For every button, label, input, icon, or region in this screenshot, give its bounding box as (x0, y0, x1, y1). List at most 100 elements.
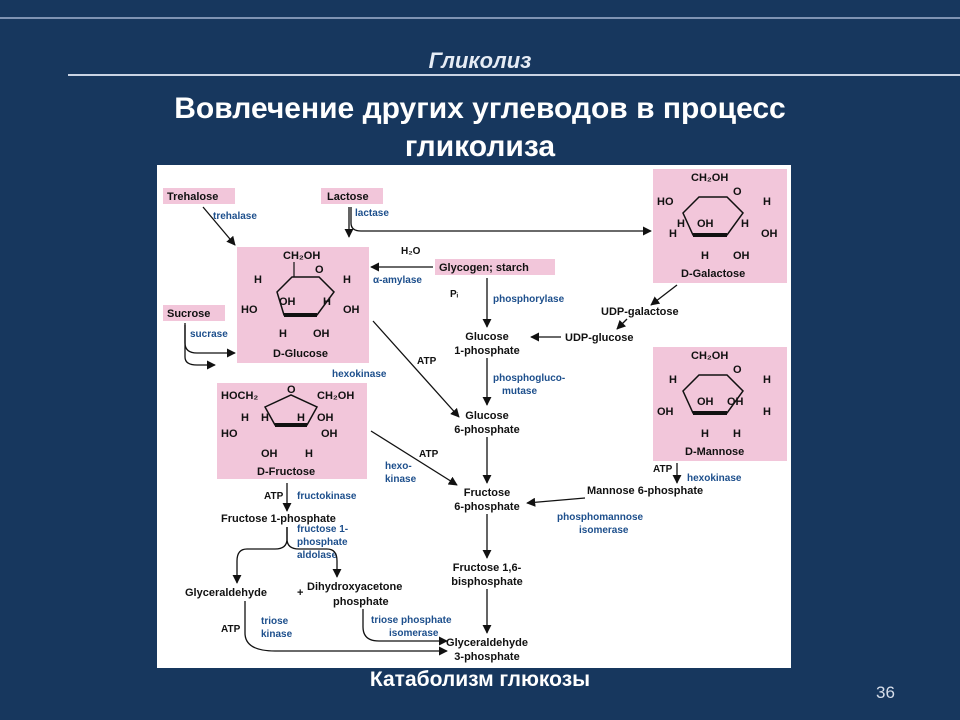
arrow-sucrose-glucose (184, 325, 236, 358)
glucose-name: D-Glucose (273, 348, 328, 360)
fructose-16bp-label-a: Fructose 1,6- (453, 562, 522, 574)
top-rule (0, 17, 960, 19)
pathway-figure: Trehalose Lactose Glycogen; starch Sucro… (157, 165, 791, 668)
atp-fructokinase-label: ATP (264, 491, 284, 502)
galactose-ring-o: O (733, 186, 742, 198)
galactose-h5: H (701, 250, 709, 262)
mannose-h5: H (733, 428, 741, 440)
trehalose-label: Trehalose (167, 191, 218, 203)
phosphoglucomutase-label-b: mutase (502, 386, 537, 397)
arrow-fructose1p-split-right (286, 527, 342, 578)
glucose-h3: H (323, 296, 331, 308)
glucose-oh1: OH (279, 296, 296, 308)
mannose-ring-o: O (733, 364, 742, 376)
glucose-h4: H (279, 328, 287, 340)
fructose-oh3: OH (321, 428, 338, 440)
galactose-h1: H (763, 196, 771, 208)
galactose-ho: HO (657, 196, 674, 208)
glucose-oh2: OH (343, 304, 360, 316)
glyceraldehyde-label: Glyceraldehyde (185, 587, 267, 599)
galactose-oh3: OH (733, 250, 750, 262)
atp-hexo-label: ATP (419, 449, 439, 460)
trehalase-label: trehalase (213, 211, 257, 222)
footer-caption: Катаболизм глюкозы (369, 668, 591, 691)
gap-label-b: 3-phosphate (454, 651, 519, 663)
fructose-16bp-label-b: bisphosphate (451, 576, 523, 588)
aldolase-label-a: fructose 1- (297, 524, 348, 535)
glucose-ch2oh: CH₂OH (283, 250, 320, 262)
slide-title-line1: Вовлечение других углеводов в процесс (174, 92, 786, 125)
arrow-udpgalactose-udpglucose (616, 318, 628, 330)
fructokinase-label: fructokinase (297, 491, 357, 502)
mannose-oh3: OH (657, 406, 674, 418)
title-rule (68, 74, 960, 76)
fructose-structure: HOCH₂ CH₂OH O H H HO H OH OH OH H D-Fruc… (221, 384, 354, 478)
phosphorylase-label: phosphorylase (493, 294, 565, 305)
arrow-glucose-glucose6p (372, 320, 460, 418)
fructose-structure-box (217, 383, 367, 479)
glucose-oh3: OH (313, 328, 330, 340)
tpi-label-a: triose phosphate (371, 615, 452, 626)
mannose-oh2: OH (727, 396, 744, 408)
glucose-ring-o: O (315, 264, 324, 276)
page-number: 36 (876, 683, 895, 702)
hexo-label-a: hexo- (385, 461, 412, 472)
arrow-sucrose-branch (184, 323, 216, 370)
fructose-h2: H (297, 412, 305, 424)
lactase-label: lactase (355, 208, 389, 219)
fructose-h1: H (241, 412, 249, 424)
galactose-h2: H (677, 218, 685, 230)
glucose-h2: H (343, 274, 351, 286)
glucose-structure-box (237, 247, 369, 363)
glucose-1p-label-b: 1-phosphate (454, 345, 519, 357)
aldolase-label-c: aldolase (297, 550, 337, 561)
sucrose-label: Sucrose (167, 308, 210, 320)
phosphoglucomutase-label-a: phosphogluco- (493, 373, 565, 384)
udp-galactose-label: UDP-galactose (601, 306, 679, 318)
pi-label: Pᵢ (450, 289, 459, 300)
slide-title-line2: гликолиза (404, 130, 556, 163)
fructose-ring-o: O (287, 384, 296, 396)
arrow-fructose-fructose6p (370, 430, 458, 486)
fructose-ring (263, 394, 319, 426)
pathway-diagram: Trehalose Lactose Glycogen; starch Sucro… (163, 169, 787, 663)
galactose-structure-box (653, 169, 787, 283)
galactose-ch2oh: CH₂OH (691, 172, 728, 184)
fructose-oh4: OH (261, 448, 278, 460)
alpha-amylase-label: α-amylase (373, 275, 422, 286)
glucose-6p-label-b: 6-phosphate (454, 424, 519, 436)
glucose-ho: HO (241, 304, 258, 316)
aldolase-label-b: phosphate (297, 537, 348, 548)
lactose-box (321, 188, 383, 204)
arrow-lactose-galactose (350, 207, 652, 236)
mannose-h4: H (701, 428, 709, 440)
pmi-label-a: phosphomannose (557, 512, 644, 523)
glucose-1p-label-a: Glucose (465, 331, 508, 343)
atp-hexokinase-label: ATP (417, 356, 437, 367)
fructose-hoch2: HOCH₂ (221, 390, 258, 402)
water-label: H₂O (401, 246, 421, 257)
gap-label-a: Glyceraldehyde (446, 637, 528, 649)
mannose-name: D-Mannose (685, 446, 744, 458)
hexokinase-label: hexokinase (332, 369, 387, 380)
fructose-6p-label-b: 6-phosphate (454, 501, 519, 513)
fructose-name: D-Fructose (257, 466, 315, 478)
sucrase-label: sucrase (190, 329, 228, 340)
triose-kinase-label-b: kinase (261, 629, 293, 640)
mannose-h1: H (669, 374, 677, 386)
hexo-label-b: kinase (385, 474, 417, 485)
trehalose-box (163, 188, 235, 204)
dhap-label-a: Dihydroxyacetone (307, 581, 402, 593)
mannose-structure: CH₂OH O H H OH OH OH H H H D-Mannose (657, 350, 771, 458)
mannose-oh1: OH (697, 396, 714, 408)
section-title: Гликолиз (428, 48, 532, 73)
fructose-h3: H (305, 448, 313, 460)
mannose-ch2oh: CH₂OH (691, 350, 728, 362)
galactose-structure: CH₂OH O HO H H OH H H OH H OH D-Galactos… (657, 172, 778, 280)
arrow-glyceraldehyde-gap (244, 601, 448, 656)
mannose-h3: H (763, 406, 771, 418)
fructose-1p-label: Fructose 1-phosphate (221, 513, 336, 525)
galactose-oh2: OH (761, 228, 778, 240)
glycogen-starch-label: Glycogen; starch (439, 262, 529, 274)
